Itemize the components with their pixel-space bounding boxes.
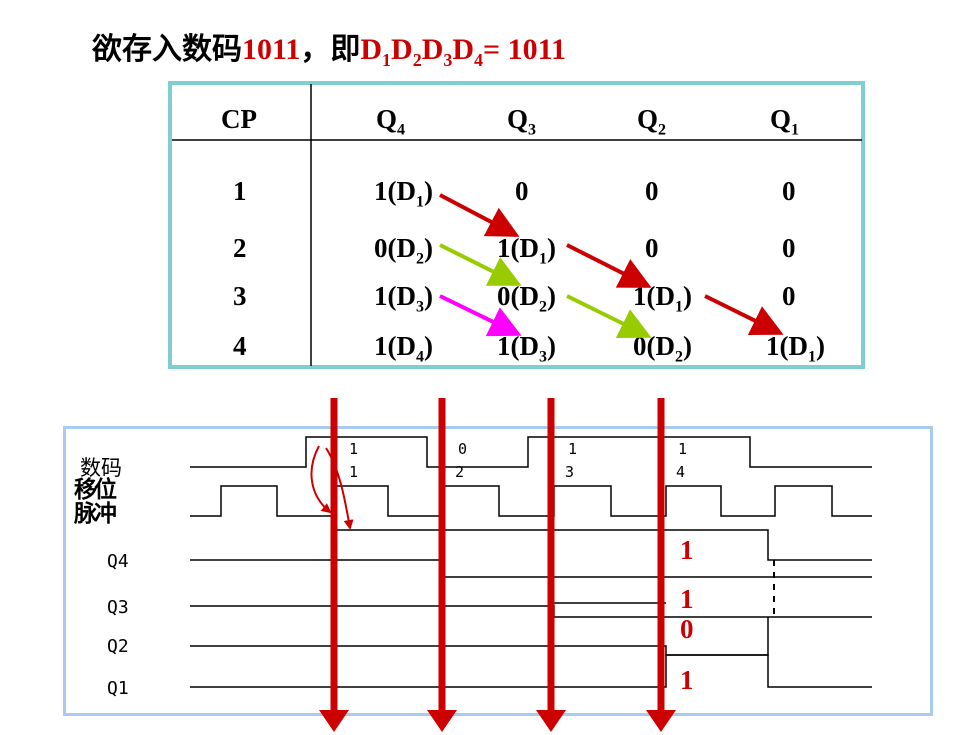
- title-sep: ，即: [300, 32, 361, 67]
- label-q1: Q1: [107, 678, 129, 699]
- cell-r3-cp: 3: [233, 281, 247, 311]
- pulse-num-4: 4: [676, 463, 686, 481]
- shift-arrow-d2-row2: [439, 243, 522, 286]
- data-bit-4: 1: [678, 440, 688, 458]
- cell-r1-cp: 1: [233, 176, 247, 206]
- clock-arrow-1: [319, 398, 349, 732]
- cell-r4-q2: 0(D2): [633, 331, 692, 366]
- cell-r1-q2: 0: [645, 176, 659, 206]
- data-waveform: [190, 436, 872, 468]
- value-q4: 1: [680, 535, 694, 565]
- shift-arrow-d1-row1: [439, 193, 520, 237]
- timing-curve-arrow-1: [310, 445, 332, 514]
- q3-waveform: [190, 605, 872, 618]
- label-q2: Q2: [107, 636, 129, 657]
- clock-arrow-2: [427, 398, 457, 732]
- shift-pulse-waveform: [190, 485, 872, 517]
- data-bit-3: 1: [568, 440, 578, 458]
- header-q2: Q2: [637, 104, 667, 139]
- pulse-num-1: 1: [349, 463, 359, 481]
- title: 欲存入数码1011，即D1D2D3D4= 1011: [92, 24, 566, 71]
- cell-r1-q3: 0: [515, 176, 529, 206]
- shift-arrow-d1-row2: [566, 243, 652, 288]
- cell-r4-cp: 4: [233, 331, 247, 361]
- title-code: 1011: [242, 33, 301, 66]
- timing-diagram: [63, 426, 933, 716]
- data-bit-2: 0: [458, 440, 468, 458]
- value-q3: 1: [680, 584, 694, 614]
- header-cp: CP: [221, 104, 257, 134]
- label-data: 数码: [80, 456, 122, 480]
- label-shift-pulse: 移位 脉冲: [74, 477, 117, 527]
- shift-arrow-d2-row3: [566, 294, 652, 338]
- title-formula: D1D2D3D4= 1011: [360, 33, 566, 70]
- cell-r3-q3: 0(D2): [497, 281, 556, 316]
- value-q2: 0: [680, 614, 694, 644]
- shift-arrow-d3-row3: [439, 294, 522, 337]
- shift-arrow-d1-row3: [704, 294, 784, 335]
- cell-r2-q4: 0(D2): [374, 233, 433, 268]
- cell-r4-q4: 1(D4): [374, 331, 433, 366]
- cell-r1-q1: 0: [782, 176, 796, 206]
- cell-r2-q1: 0: [782, 233, 796, 263]
- clock-arrow-3: [536, 398, 566, 732]
- pulse-num-2: 2: [455, 463, 465, 481]
- header-q3: Q3: [507, 104, 537, 139]
- q1-waveform: [190, 654, 872, 688]
- label-q3: Q3: [107, 597, 129, 618]
- q2-waveform: [190, 617, 769, 656]
- title-prefix: 欲存入数码: [92, 32, 242, 67]
- cell-r1-q4: 1(D1): [374, 176, 433, 211]
- value-q1: 1: [680, 665, 694, 695]
- pulse-num-3: 3: [565, 463, 575, 481]
- cell-r2-q2: 0: [645, 233, 659, 263]
- label-q4: Q4: [107, 551, 129, 572]
- timing-curve-arrow-2: [325, 447, 354, 530]
- clock-arrow-4: [646, 398, 676, 732]
- data-bit-1: 1: [349, 440, 359, 458]
- cell-r3-q1: 0: [782, 281, 796, 311]
- header-q1: Q1: [770, 104, 800, 139]
- cell-r3-q4: 1(D3): [374, 281, 433, 316]
- header-q4: Q4: [376, 104, 406, 139]
- q4-waveform: [190, 529, 872, 561]
- cell-r4-q1: 1(D1): [766, 331, 825, 366]
- cell-r2-cp: 2: [233, 233, 247, 263]
